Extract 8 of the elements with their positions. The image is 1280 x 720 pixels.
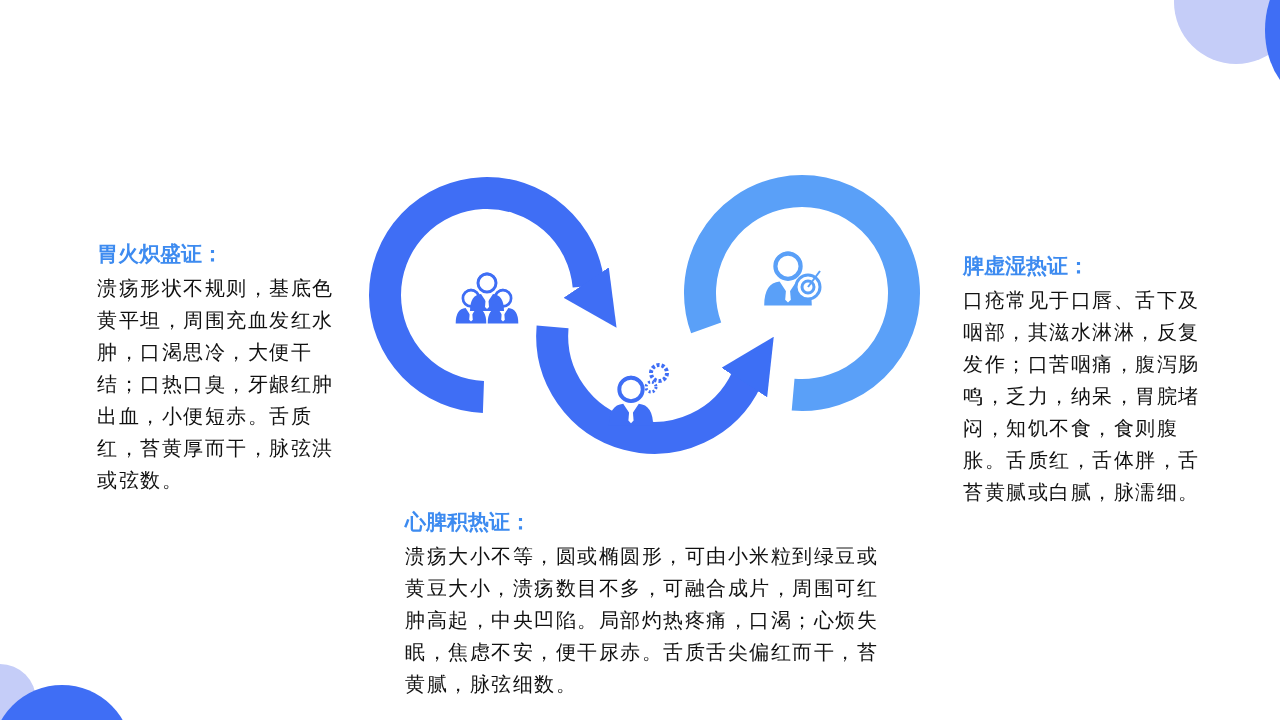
description-text: 溃疡形状不规则，基底色黄平坦，周围充血发红水肿，口渴思冷，大便干结；口热口臭，牙龈红肿出血，小便短赤。舌质红，苔黄厚而干，脉弦洪或弦数。 xyxy=(97,275,335,494)
heading: 脾虚湿热证： xyxy=(963,253,1089,280)
heading: 心脾积热证： xyxy=(405,509,531,536)
heading: 胃火炽盛证： xyxy=(97,241,223,268)
description-text: 溃疡大小不等，圆或椭圆形，可由小米粒到绿豆或黄豆大小，溃疡数目不多，可融合成片，周围可红肿高起，中央凹陷。局部灼热疼痛，口渴；心烦失眠，焦虑不安，便干尿赤。舌质舌尖偏红而干，苔黄腻，脉弦细数。 xyxy=(405,543,879,698)
description-text: 口疮常见于口唇、舌下及咽部，其滋水淋淋，反复发作；口苦咽痛，腹泻肠鸣，乏力，纳呆，胃脘堵闷，知饥不食，食则腹胀。舌质红，舌体胖，舌苔黄腻或白腻，脉濡细。 xyxy=(963,287,1201,506)
arrow xyxy=(563,267,617,328)
arrow xyxy=(721,336,774,398)
